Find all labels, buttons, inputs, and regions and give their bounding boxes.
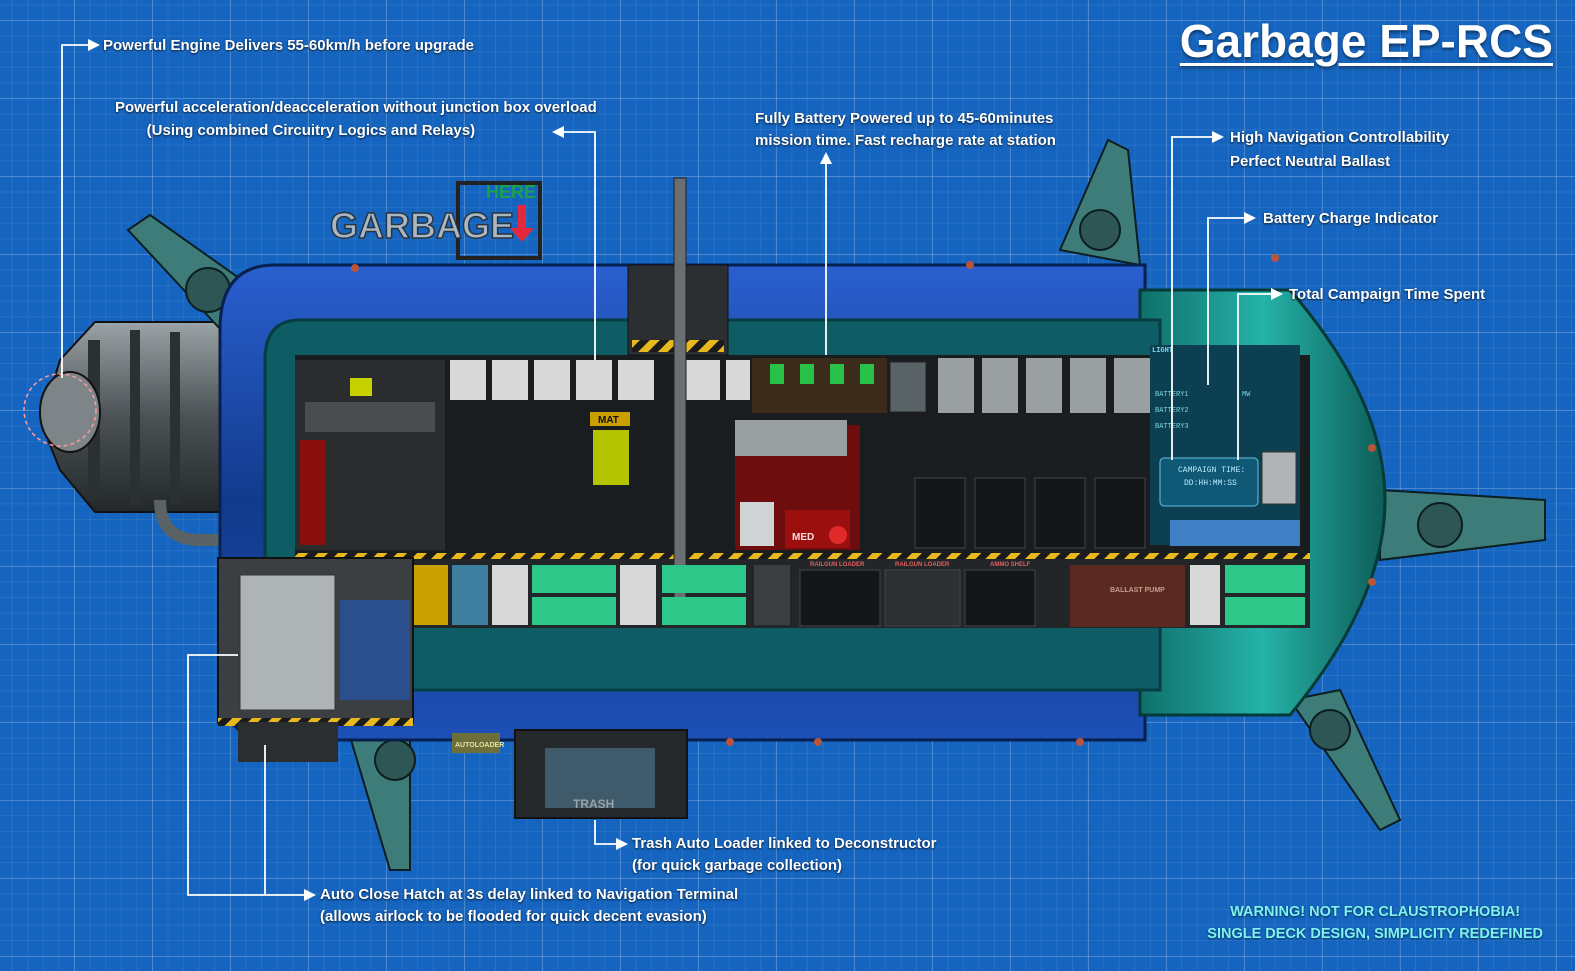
annotation-arrowheads <box>88 39 1283 901</box>
engine-annotation: Powerful Engine Delivers 55-60km/h befor… <box>103 34 474 57</box>
campaign-time-value: DD:HH:MM:SS <box>1184 479 1237 488</box>
light-label: LIGHT <box>1152 347 1173 355</box>
page-title: Garbage EP-RCS <box>1179 15 1553 67</box>
navigation-annotation-line1: High Navigation Controllability <box>1230 129 1450 146</box>
railgun-loader-label-1: RAILGUN LOADER <box>810 562 865 568</box>
annotation-lines <box>61 44 1275 896</box>
ammo-shelf-label: AMMO SHELF <box>990 562 1031 568</box>
campaign-annotation: Total Campaign Time Spent <box>1289 283 1485 306</box>
junction-box-row <box>450 360 750 400</box>
warning-text: WARNING! NOT FOR CLAUSTROPHOBIA! SINGLE … <box>1207 901 1543 945</box>
campaign-time-label: CAMPAIGN TIME: <box>1178 466 1245 475</box>
trash-annotation: Trash Auto Loader linked to Deconstructo… <box>632 833 936 877</box>
battery-annotation-line1: Fully Battery Powered up to 45-60minutes <box>755 110 1054 127</box>
navigation-annotation: High Navigation Controllability Perfect … <box>1230 126 1449 174</box>
acceleration-annotation-line1: Powerful acceleration/deacceleration wit… <box>115 99 597 116</box>
here-sign: HERE <box>486 182 536 202</box>
trash-annotation-line1: Trash Auto Loader linked to Deconstructo… <box>632 835 937 852</box>
mw-label: MW <box>1242 391 1251 399</box>
mat-label: MAT <box>598 415 619 426</box>
battery-annotation: Fully Battery Powered up to 45-60minutes… <box>755 108 1056 152</box>
engine <box>23 321 240 546</box>
hatch-annotation: Auto Close Hatch at 3s delay linked to N… <box>320 884 738 928</box>
warning-line1: WARNING! NOT FOR CLAUSTROPHOBIA! <box>1230 904 1521 920</box>
autoloader-label: AUTOLOADER <box>455 742 504 749</box>
fins <box>126 138 1546 871</box>
reactor-row <box>914 358 1150 549</box>
acceleration-annotation-line2: (Using combined Circuitry Logics and Rel… <box>146 122 476 139</box>
warning-line2: SINGLE DECK DESIGN, SIMPLICITY REDEFINED <box>1207 926 1543 942</box>
acceleration-annotation: Powerful acceleration/deacceleration wit… <box>115 96 597 142</box>
battery-annotation-line2: mission time. Fast recharge rate at stat… <box>755 132 1056 149</box>
hatch-annotation-line1: Auto Close Hatch at 3s delay linked to N… <box>320 886 739 903</box>
charge-annotation-line1: Battery Charge Indicator <box>1263 210 1439 227</box>
garbage-sign: GARBAGE <box>330 205 514 246</box>
campaign-annotation-line1: Total Campaign Time Spent <box>1289 286 1486 303</box>
engine-annotation-line1: Powerful Engine Delivers 55-60km/h befor… <box>103 37 474 54</box>
charge-annotation: Battery Charge Indicator <box>1263 207 1438 230</box>
trash-label: TRASH <box>573 797 614 811</box>
hatch-annotation-line2: (allows airlock to be flooded for quick … <box>320 908 707 925</box>
ballast-pump-label: BALLAST PUMP <box>1110 587 1165 594</box>
trash-annotation-line2: (for quick garbage collection) <box>632 857 843 874</box>
navigation-annotation-line2: Perfect Neutral Ballast <box>1230 153 1391 170</box>
med-label: MED <box>792 532 814 543</box>
railgun-loader-label-2: RAILGUN LOADER <box>895 562 950 568</box>
